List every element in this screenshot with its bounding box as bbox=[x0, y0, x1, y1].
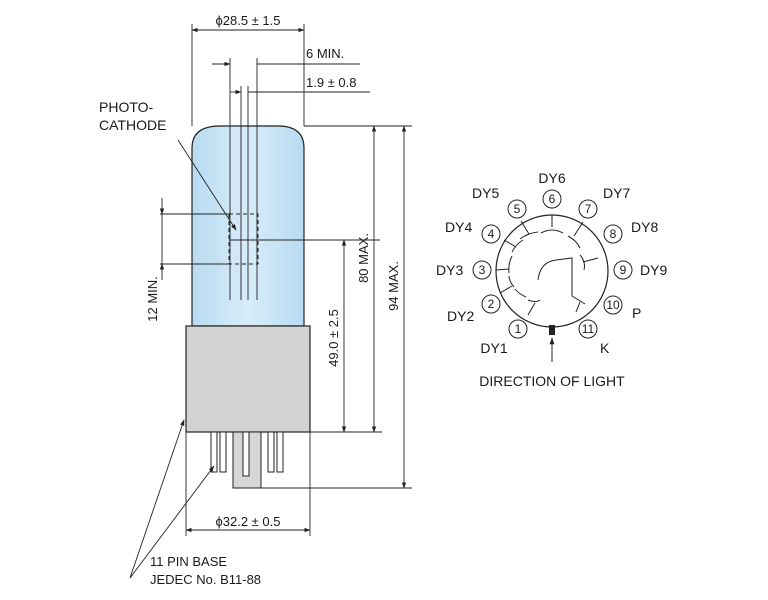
base-label-2: JEDEC No. B11-88 bbox=[150, 572, 261, 587]
pin-3-label: DY3 bbox=[436, 262, 463, 278]
pin-10-label: P bbox=[632, 305, 641, 321]
pin-4-label: DY4 bbox=[445, 219, 472, 235]
pin-7-label: DY7 bbox=[603, 185, 630, 201]
pin-3-number: 3 bbox=[479, 263, 486, 277]
pin-8-number: 8 bbox=[610, 227, 617, 241]
pin-4-number: 4 bbox=[488, 227, 495, 241]
dim-diameter-base: ϕ32.2 ± 0.5 bbox=[215, 514, 280, 529]
pin-4-circle bbox=[481, 224, 501, 244]
photocathode-window bbox=[228, 213, 259, 265]
pin-9-label: DY9 bbox=[640, 262, 667, 278]
tube-base bbox=[185, 325, 311, 433]
photocathode-label-2: CATHODE bbox=[99, 117, 166, 133]
photocathode-label-1: PHOTO- bbox=[99, 99, 154, 115]
pin-2-number: 2 bbox=[488, 297, 495, 311]
dim-offset: 1.9 ± 0.8 bbox=[306, 75, 357, 90]
pin-8-circle bbox=[603, 224, 623, 244]
pin-1-number: 1 bbox=[515, 322, 522, 336]
pin-9-circle bbox=[613, 260, 633, 280]
internal-electrodes bbox=[495, 215, 599, 316]
dim-49: 49.0 ± 2.5 bbox=[326, 309, 341, 367]
base-label-1: 11 PIN BASE bbox=[150, 554, 227, 569]
pin-1-circle bbox=[508, 319, 528, 339]
pin-8-label: DY8 bbox=[631, 219, 658, 235]
tube-side-view: ϕ28.5 ± 1.5 6 MIN. 1.9 ± 0.8 PHOTO- CATH… bbox=[99, 13, 412, 587]
base-key bbox=[549, 325, 555, 335]
pin-6-circle bbox=[542, 189, 562, 209]
direction-of-light-label: DIRECTION OF LIGHT bbox=[479, 373, 625, 389]
pin-2-circle bbox=[481, 294, 501, 314]
dim-80max: 80 MAX. bbox=[356, 233, 371, 283]
pin-1-label: DY1 bbox=[480, 340, 507, 356]
pin-11-label: K bbox=[600, 340, 610, 356]
pin-7-circle bbox=[578, 199, 598, 219]
pin-5-circle bbox=[507, 199, 527, 219]
socket-circle bbox=[495, 214, 609, 328]
pin-9-number: 9 bbox=[620, 263, 627, 277]
pin-10-number: 10 bbox=[606, 298, 620, 312]
dim-94max: 94 MAX. bbox=[386, 261, 401, 311]
pin-5-label: DY5 bbox=[472, 185, 499, 201]
dim-6min: 6 MIN. bbox=[306, 46, 344, 61]
pin-11-circle bbox=[578, 319, 598, 339]
pin-7-number: 7 bbox=[585, 202, 592, 216]
pin-3-circle bbox=[472, 260, 492, 280]
pin-2-label: DY2 bbox=[447, 308, 474, 324]
base-pins bbox=[210, 431, 284, 489]
dim-diameter-top: ϕ28.5 ± 1.5 bbox=[215, 13, 280, 28]
pin-5-number: 5 bbox=[514, 202, 521, 216]
pin-10-circle bbox=[603, 295, 623, 315]
pin-6-label: DY6 bbox=[538, 170, 565, 186]
dim-12min: 12 MIN. bbox=[145, 276, 160, 322]
pin-6-number: 6 bbox=[549, 192, 556, 206]
pin-11-number: 11 bbox=[582, 322, 595, 336]
